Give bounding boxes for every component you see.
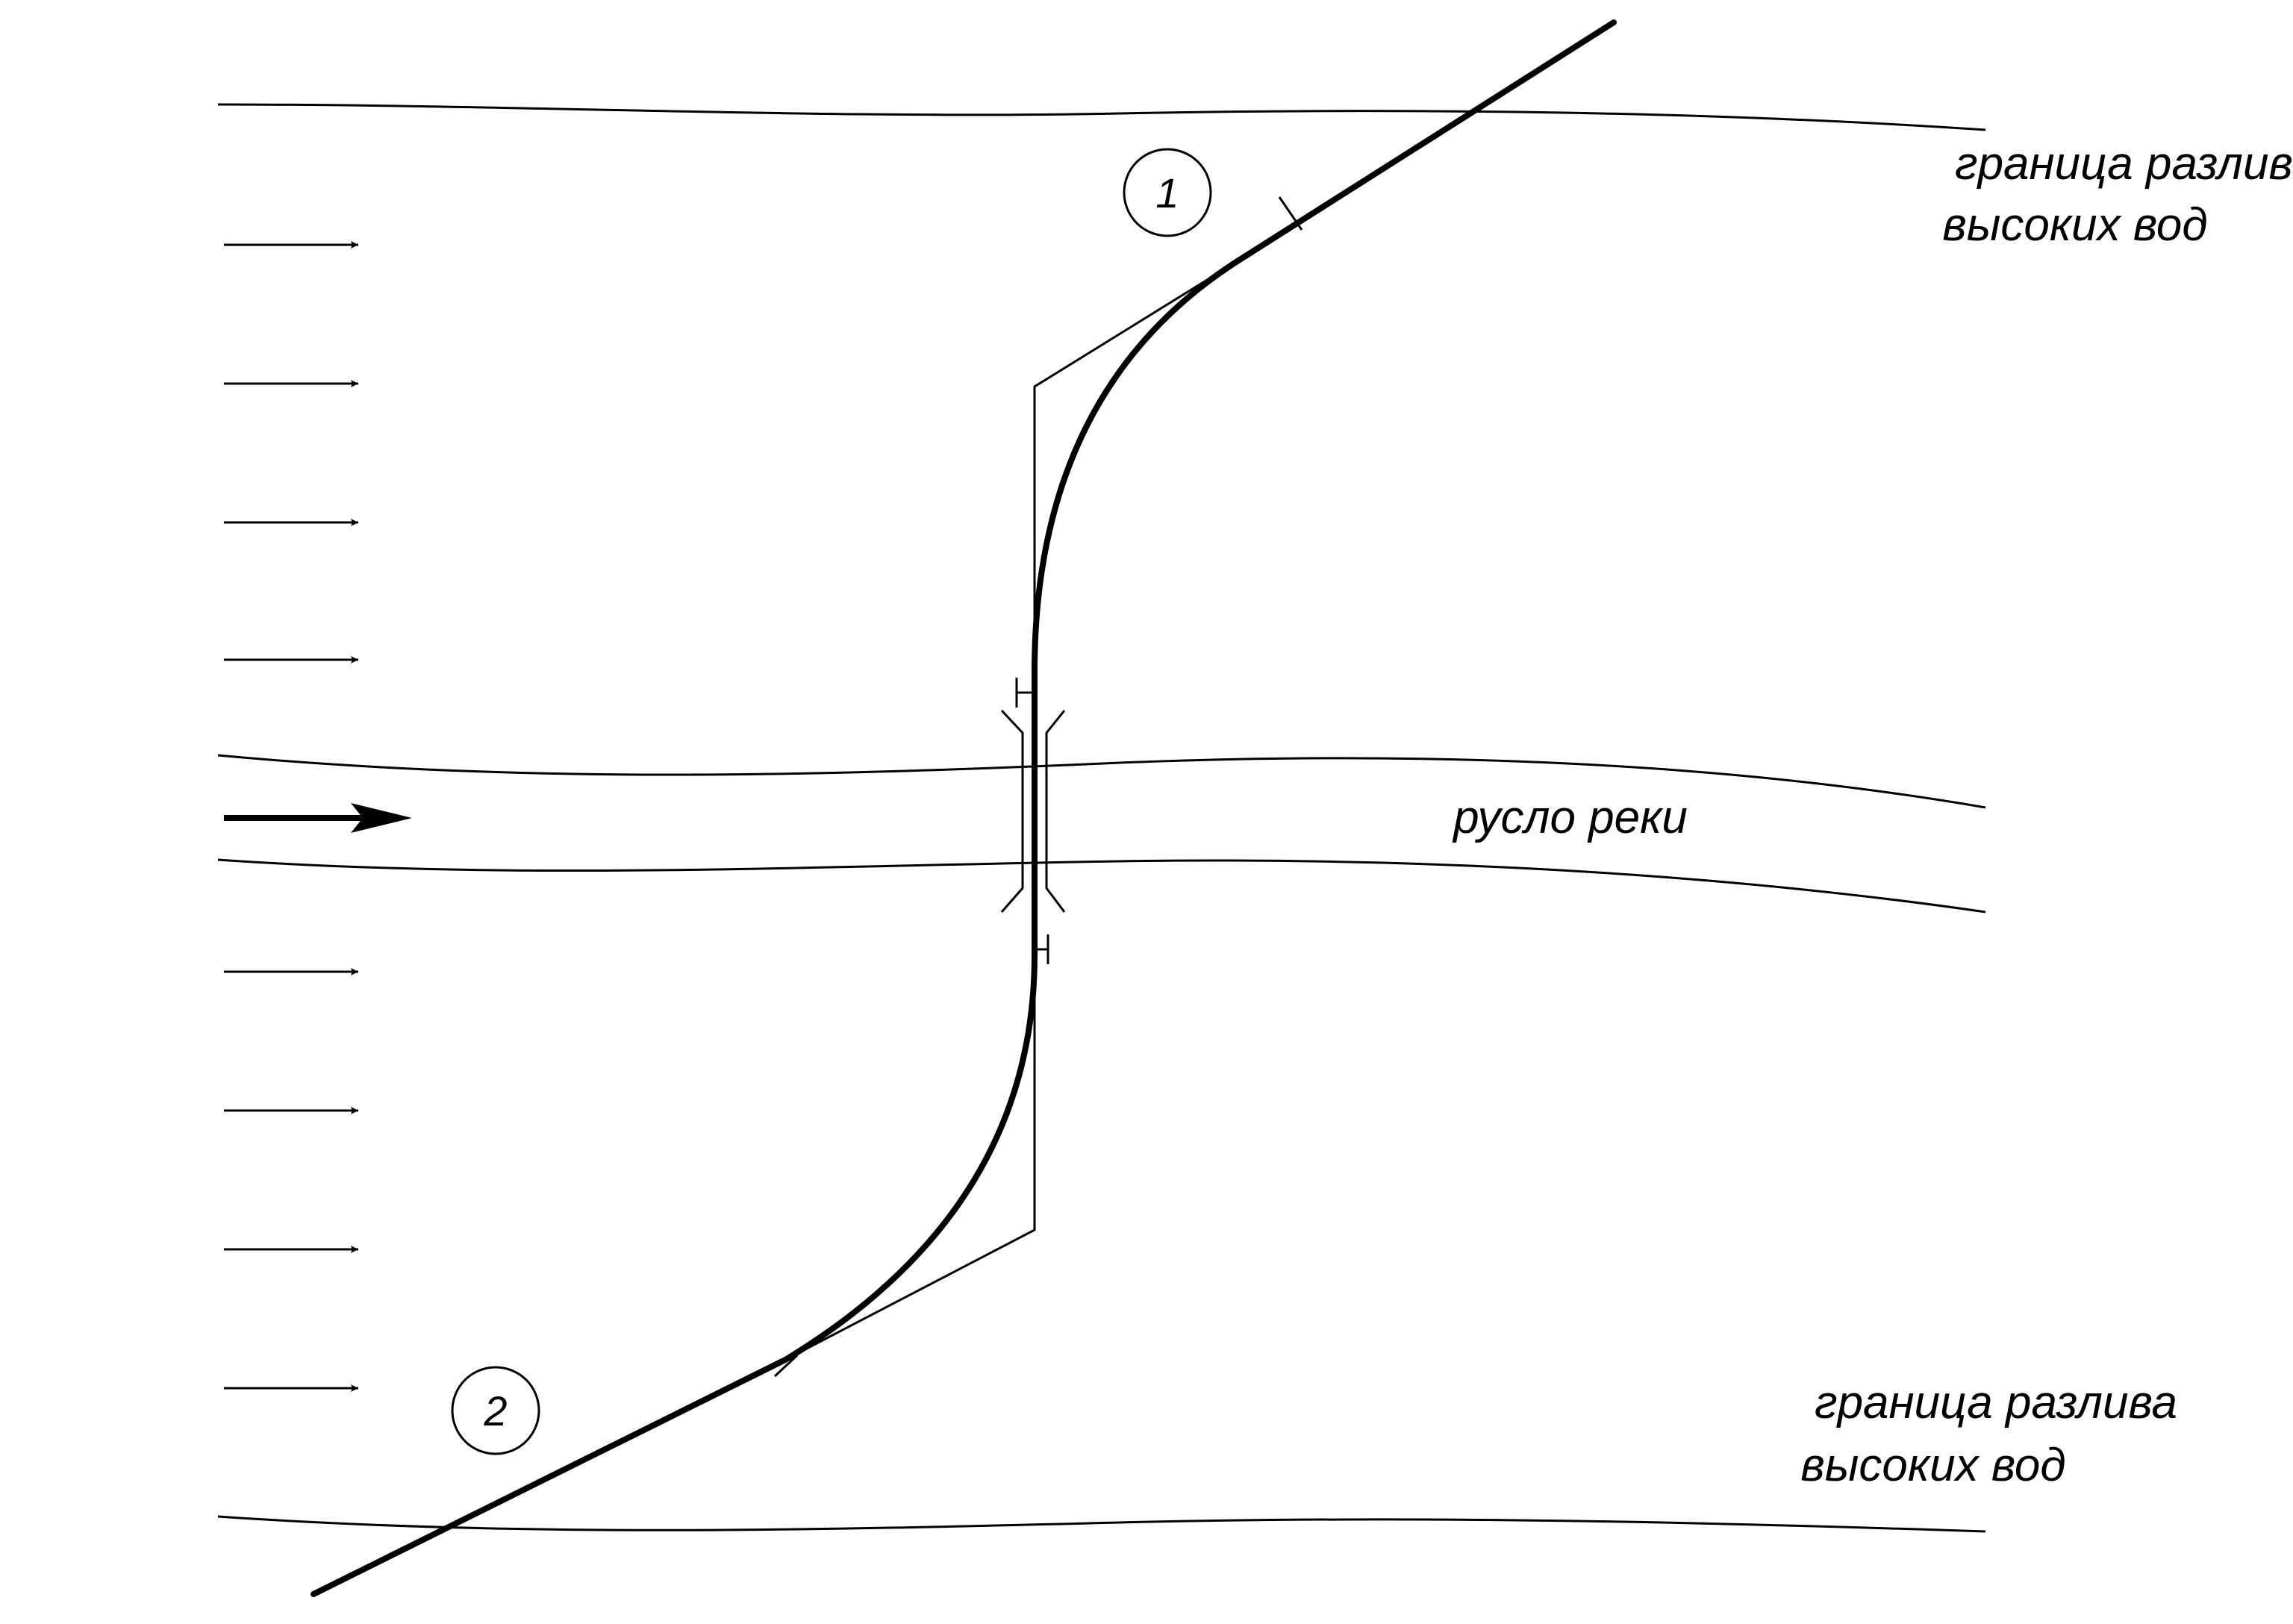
marker-2-label: 2 <box>483 1387 507 1434</box>
flood-boundary-top-label-line1: граница разлива <box>1955 138 2293 190</box>
flood-boundary-bottom <box>217 1515 1986 1533</box>
marker-2: 2 <box>451 1366 540 1455</box>
river-bank-upper <box>217 754 1986 809</box>
marker-1-label: 1 <box>1155 169 1179 216</box>
river-bank-lower <box>217 858 1986 914</box>
flood-boundary-top-label-line2: высоких вод <box>1942 199 2207 251</box>
tangent-lines-upper <box>1033 257 1243 687</box>
flow-arrows-lower <box>224 968 358 1392</box>
flood-boundary-bottom-label-line1: граница разлива <box>1815 1377 2177 1428</box>
road-alignment <box>311 19 1617 1597</box>
flood-boundary-top <box>217 103 1986 131</box>
flood-boundary-bottom-label-line2: высоких вод <box>1800 1440 2065 1491</box>
curve-tick-upper <box>1278 196 1303 231</box>
river-flow-arrow <box>224 803 412 833</box>
bridge-rail-right <box>1045 710 1066 913</box>
bridge-rail-left <box>1000 709 1024 913</box>
river-channel-label: русло реки <box>1452 792 1688 843</box>
marker-1: 1 <box>1123 148 1212 237</box>
flow-arrows-upper <box>224 241 358 663</box>
curve-tick-lower <box>773 1354 799 1378</box>
tangent-lines-lower <box>784 955 1036 1361</box>
